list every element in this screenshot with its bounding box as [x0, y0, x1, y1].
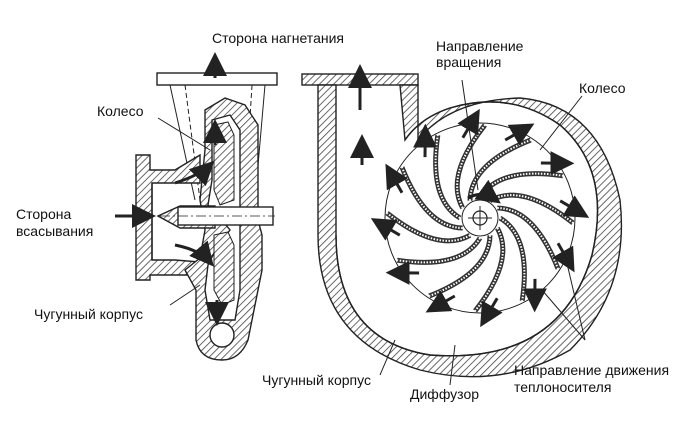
- discharge-flange-left: [156, 72, 278, 86]
- label-diffuser: Диффузор: [410, 386, 480, 402]
- side-section-view: [115, 52, 278, 361]
- flow-arrow: [370, 218, 401, 241]
- label-discharge-side: Сторона нагнетания: [212, 30, 344, 46]
- label-suction-side-2: всасывания: [16, 223, 94, 239]
- flow-arrow: [504, 123, 535, 146]
- label-rotation-direction-1: Направление: [436, 38, 524, 54]
- label-impeller-right: Колесо: [579, 80, 626, 96]
- flow-arrows: [370, 108, 590, 328]
- label-rotation-direction-2: вращения: [436, 54, 502, 70]
- label-impeller-left: Колесо: [97, 103, 144, 119]
- label-suction-side-1: Сторона: [16, 206, 72, 222]
- flow-arrow: [457, 108, 480, 139]
- label-flow-direction-1: Направление движения: [514, 362, 670, 378]
- label-flow-direction-2: теплоносителя: [514, 379, 612, 395]
- flow-arrow: [385, 163, 408, 194]
- rotation-arrow: [467, 179, 501, 204]
- volute-front-view: [301, 64, 623, 386]
- flow-arrow: [425, 290, 456, 313]
- label-casing-right: Чугунный корпус: [262, 372, 371, 388]
- flow-arrow: [480, 297, 503, 328]
- label-casing-left: Чугунный корпус: [34, 306, 143, 322]
- flow-arrow: [559, 195, 590, 218]
